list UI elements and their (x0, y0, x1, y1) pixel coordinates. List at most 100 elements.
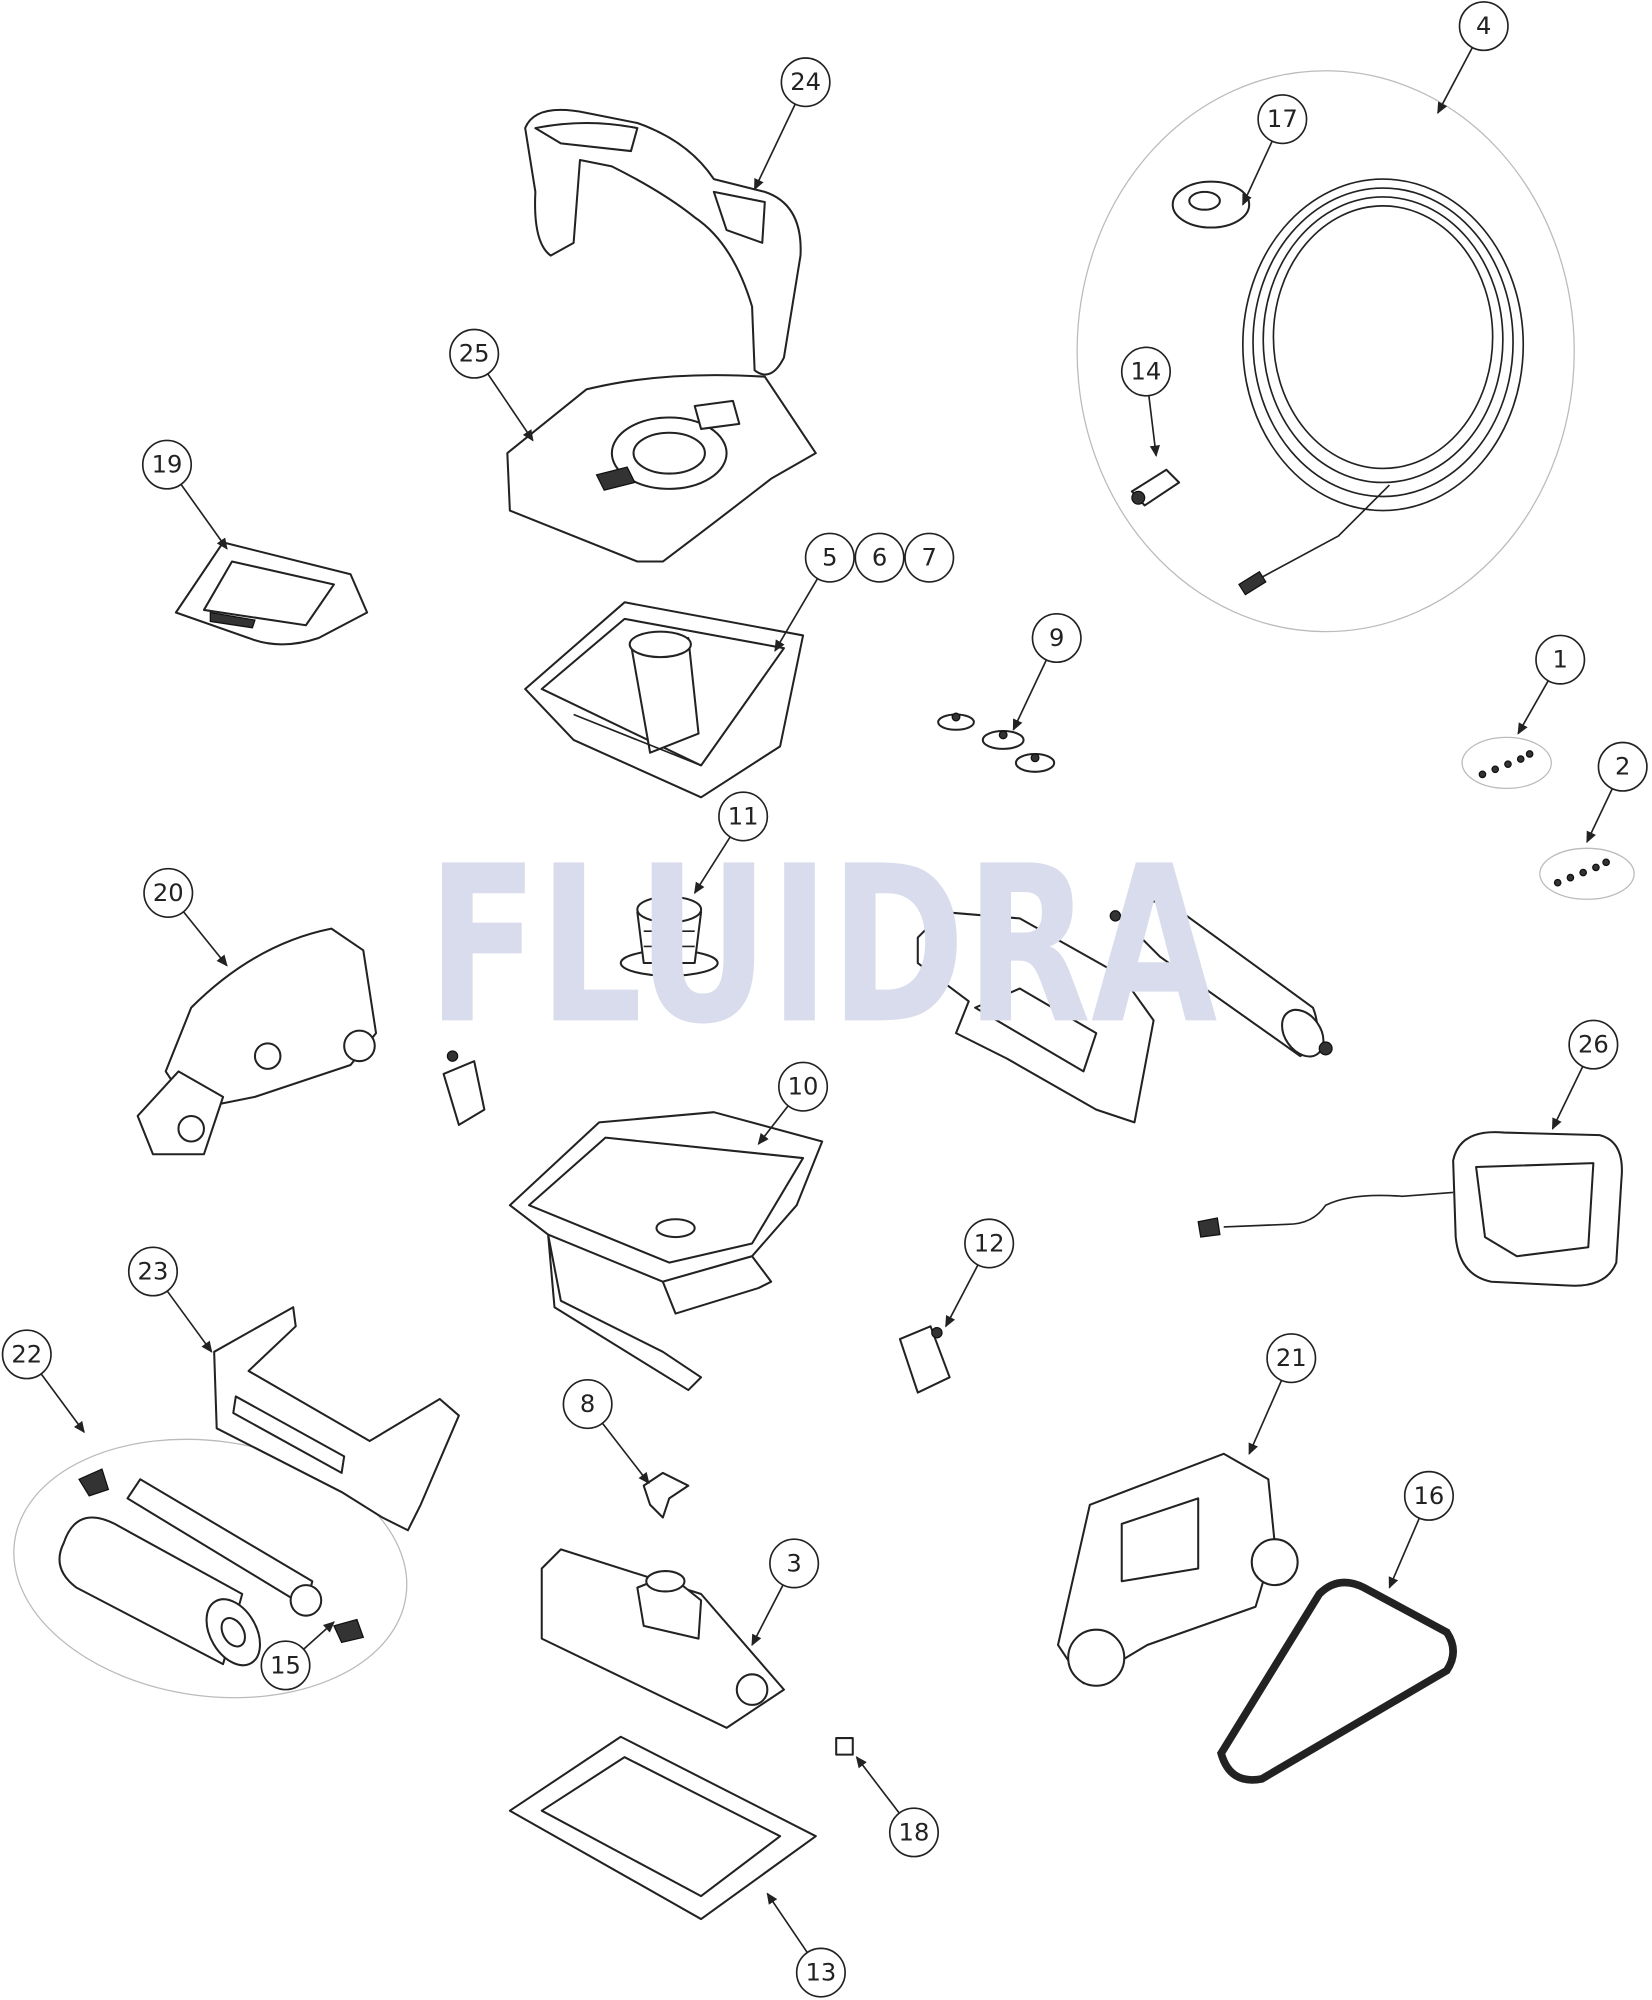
part-cable-float (1171, 180, 1251, 229)
callout-number: 17 (1267, 105, 1298, 133)
callout-4: 4 (1437, 1, 1509, 114)
callout-circle (769, 1538, 820, 1589)
callout-circle (562, 1379, 613, 1430)
callout-circle (1266, 1333, 1317, 1384)
callout-number: 3 (786, 1549, 801, 1577)
callout-number: 16 (1414, 1482, 1445, 1510)
part-screws (1478, 750, 1610, 887)
leader-line (1012, 659, 1048, 731)
callout-number: 25 (459, 340, 490, 368)
callout-circle (888, 1807, 940, 1858)
callout-number: 5 (822, 544, 837, 572)
callout-circle (904, 532, 955, 583)
leader-line (1388, 1517, 1421, 1589)
callout-25: 25 (449, 328, 534, 442)
callout-circle (1257, 94, 1308, 145)
callout-number: 2 (1615, 753, 1630, 781)
callout-number: 6 (872, 544, 887, 572)
screws-1-outline (1461, 736, 1552, 790)
callout-17: 17 (1242, 94, 1308, 206)
callout-number: 7 (922, 544, 937, 572)
callout-12: 12 (945, 1218, 1015, 1328)
fluidra-watermark: FLUIDRA (427, 820, 1217, 1072)
leader-line (303, 1621, 335, 1650)
callout-22: 22 (1, 1329, 85, 1434)
part-small-clip (835, 1737, 854, 1756)
leader-line (1517, 680, 1549, 735)
callout-8: 8 (562, 1379, 650, 1485)
callout-circle (778, 1061, 829, 1112)
leader-line (753, 103, 796, 191)
part-roller (1109, 900, 1333, 1058)
callout-2: 2 (1586, 741, 1648, 844)
part-swivel-connector (1130, 468, 1181, 507)
callout-18: 18 (855, 1756, 940, 1858)
callout-16: 16 (1388, 1470, 1454, 1589)
part-main-body (508, 1111, 824, 1392)
leader-line (694, 836, 731, 895)
part-handle (524, 108, 802, 376)
leader-line (766, 1892, 809, 1954)
callout-circle (1597, 741, 1648, 792)
callout-7: 7 (904, 532, 955, 583)
leader-line (751, 1584, 784, 1647)
part-right-side-frame (916, 911, 1155, 1124)
callout-number: 4 (1476, 12, 1491, 40)
callout-circle (1458, 1, 1509, 52)
callout-circle (804, 532, 855, 583)
part-filter-basket (524, 601, 805, 799)
callout-5: 5 (774, 532, 855, 652)
part-impeller-cage (619, 895, 719, 977)
callout-number: 8 (580, 1390, 595, 1418)
callout-circle (795, 1947, 846, 1998)
screws-2-outline (1539, 847, 1635, 900)
power-cable-group-outline (1076, 70, 1575, 633)
callout-number: 23 (138, 1258, 169, 1286)
callout-1: 1 (1517, 634, 1586, 735)
callout-11: 11 (694, 791, 769, 895)
callout-circle (780, 57, 831, 108)
callout-number: 12 (974, 1229, 1005, 1257)
callout-circle (964, 1218, 1015, 1269)
callout-15: 15 (260, 1621, 335, 1691)
callout-9: 9 (1012, 612, 1082, 731)
part-front-bumper (213, 1306, 460, 1532)
callout-number: 20 (153, 879, 184, 907)
part-impeller (642, 1471, 690, 1519)
callout-6: 6 (854, 532, 905, 583)
callout-3: 3 (751, 1538, 820, 1647)
part-floating-cable (1238, 178, 1525, 596)
callout-circle (718, 791, 769, 842)
callout-10: 10 (757, 1061, 829, 1146)
leader-line (1148, 395, 1160, 457)
callout-23: 23 (127, 1246, 213, 1353)
callout-19: 19 (141, 439, 228, 550)
callout-number: 19 (152, 451, 183, 479)
callout-number: 13 (805, 1959, 836, 1987)
callout-number: 22 (11, 1340, 42, 1368)
callout-circle (1120, 346, 1171, 397)
callout-number: 1 (1553, 646, 1568, 674)
leader-line (1248, 1380, 1283, 1455)
callout-24: 24 (753, 57, 831, 191)
callout-20: 20 (143, 867, 228, 967)
part-left-side-frame (136, 927, 378, 1156)
callout-circle (449, 328, 500, 379)
callout-circle (1031, 612, 1082, 664)
leader-line (945, 1264, 979, 1328)
part-motor-block-right (898, 1325, 951, 1394)
callout-number: 24 (790, 68, 821, 96)
part-motor-unit (540, 1548, 785, 1729)
leader-line (1437, 47, 1474, 114)
part-roller-kit (58, 1468, 365, 1667)
leader-line (40, 1373, 85, 1434)
part-clips (937, 712, 1056, 773)
part-power-supply (1197, 1131, 1623, 1287)
leader-line (1551, 1066, 1584, 1130)
callout-circle (1568, 1019, 1619, 1070)
callout-circle (1, 1329, 52, 1380)
callout-number: 21 (1276, 1344, 1307, 1372)
callout-21: 21 (1248, 1333, 1317, 1455)
callout-14: 14 (1120, 346, 1171, 457)
